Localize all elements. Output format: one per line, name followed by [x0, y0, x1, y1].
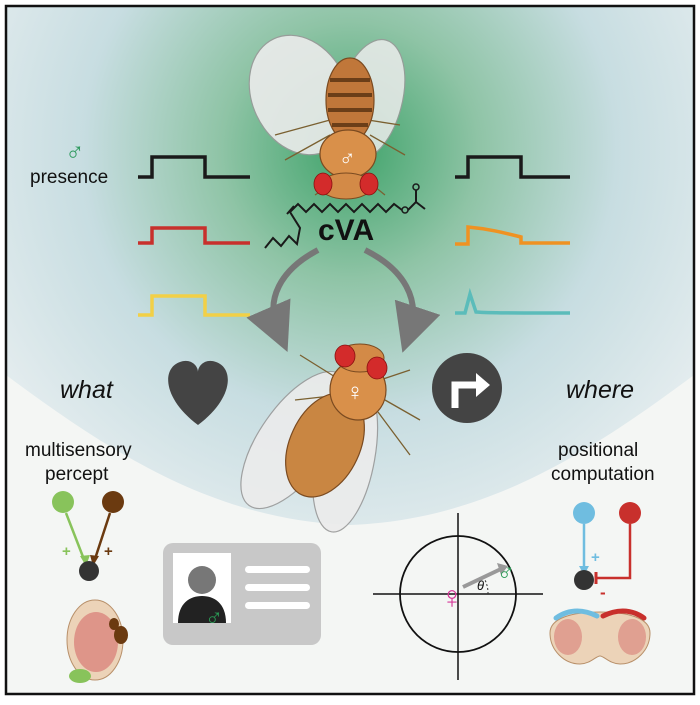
- red-projection: [600, 608, 647, 621]
- female-symbol-on-fly-icon: ♀: [346, 379, 364, 406]
- turn-right-icon: [432, 353, 502, 423]
- black-trace-left: [138, 155, 250, 179]
- brain-lobe-right-a: [554, 619, 582, 655]
- output-neuron: [574, 570, 594, 590]
- arrow-to-female-left: [246, 247, 320, 353]
- brown-axon: [92, 512, 112, 563]
- brain-lobe-right-b: [618, 619, 646, 655]
- theta-label: θ: [477, 578, 484, 593]
- arrow-to-female-right: [363, 247, 441, 353]
- id-photo-head: [188, 566, 216, 594]
- male-symbol-on-fly-icon: ♂: [339, 145, 356, 170]
- green-neuron: [52, 491, 74, 513]
- male-fly-eye-right: [359, 172, 379, 196]
- plus-sign-blue: +: [591, 549, 600, 566]
- male-symbol-icon: ♂: [65, 136, 85, 166]
- female-fly-eye-right: [366, 356, 388, 380]
- id-card-icon: ♂: [163, 543, 321, 645]
- id-photo-body: [178, 596, 226, 623]
- target-neuron: [79, 561, 99, 581]
- female-fly-eye-left: [334, 344, 356, 368]
- figure-border: [4, 4, 696, 696]
- male-fly-legs: [274, 119, 406, 196]
- black-trace-right: [455, 155, 570, 179]
- brain-hemisphere-left: [66, 599, 128, 683]
- brain-brown-region-2: [109, 618, 119, 630]
- inhibition-circuit: + -: [573, 502, 641, 602]
- male-fly-abdomen: [325, 57, 375, 143]
- male-fly-stripes: [328, 78, 372, 127]
- yellow-trace-left: [138, 294, 250, 317]
- turn-icon-path: [451, 381, 478, 408]
- angle-arc: [484, 579, 489, 595]
- cva-label: cVA: [318, 214, 374, 247]
- id-male-symbol-icon: ♂: [205, 604, 223, 631]
- presence-label: presence: [30, 167, 108, 188]
- red-neuron: [619, 502, 641, 524]
- cva-double-bond: [286, 205, 295, 215]
- brain-both-hemispheres: [549, 608, 651, 665]
- teal-trace-right: [455, 287, 571, 315]
- brain-lobe-left: [74, 612, 118, 672]
- id-card-line-2: [245, 584, 310, 591]
- male-fly: ♂: [248, 34, 406, 200]
- heart-icon: [168, 360, 228, 425]
- plus-sign-green: +: [62, 543, 71, 560]
- brain-brown-region: [114, 626, 128, 644]
- multisensory-label: multisensory: [25, 440, 132, 461]
- plus-sign-brown: +: [104, 543, 113, 560]
- red-axon: [596, 524, 632, 580]
- where-label: where: [566, 376, 634, 404]
- blue-neuron: [573, 502, 595, 524]
- green-arrowhead: [80, 555, 90, 566]
- cva-carbon-chain: [264, 202, 403, 249]
- blue-projection: [553, 608, 600, 621]
- cva-molecule: cVA: [264, 183, 426, 249]
- what-label: what: [60, 376, 114, 404]
- female-position-icon: ♀: [440, 579, 464, 615]
- turn-icon-head: [476, 373, 490, 397]
- red-trace-left: [138, 226, 250, 245]
- male-fly-eye-left: [313, 172, 333, 196]
- orange-trace-right: [455, 225, 570, 246]
- brain-green-region: [69, 669, 91, 683]
- cva-ester-group: [407, 190, 426, 211]
- percept-label: percept: [45, 464, 109, 485]
- male-position-icon: ♂: [497, 559, 515, 586]
- polar-diagram: θ ♀ ♂: [373, 513, 543, 680]
- computation-label: computation: [551, 464, 655, 485]
- positional-label: positional: [558, 440, 638, 461]
- polar-circle: [399, 535, 517, 653]
- id-card-line-1: [245, 566, 310, 573]
- brown-neuron: [102, 491, 124, 513]
- id-card-line-3: [245, 602, 310, 609]
- cva-carbonyl-oxygen: [412, 183, 420, 191]
- direction-arrowhead: [497, 563, 508, 575]
- convergence-circuit: + +: [52, 491, 124, 581]
- female-fly: ♀: [240, 343, 421, 533]
- direction-vector: [462, 566, 504, 589]
- green-axon: [64, 512, 87, 563]
- minus-sign-red: -: [600, 583, 606, 602]
